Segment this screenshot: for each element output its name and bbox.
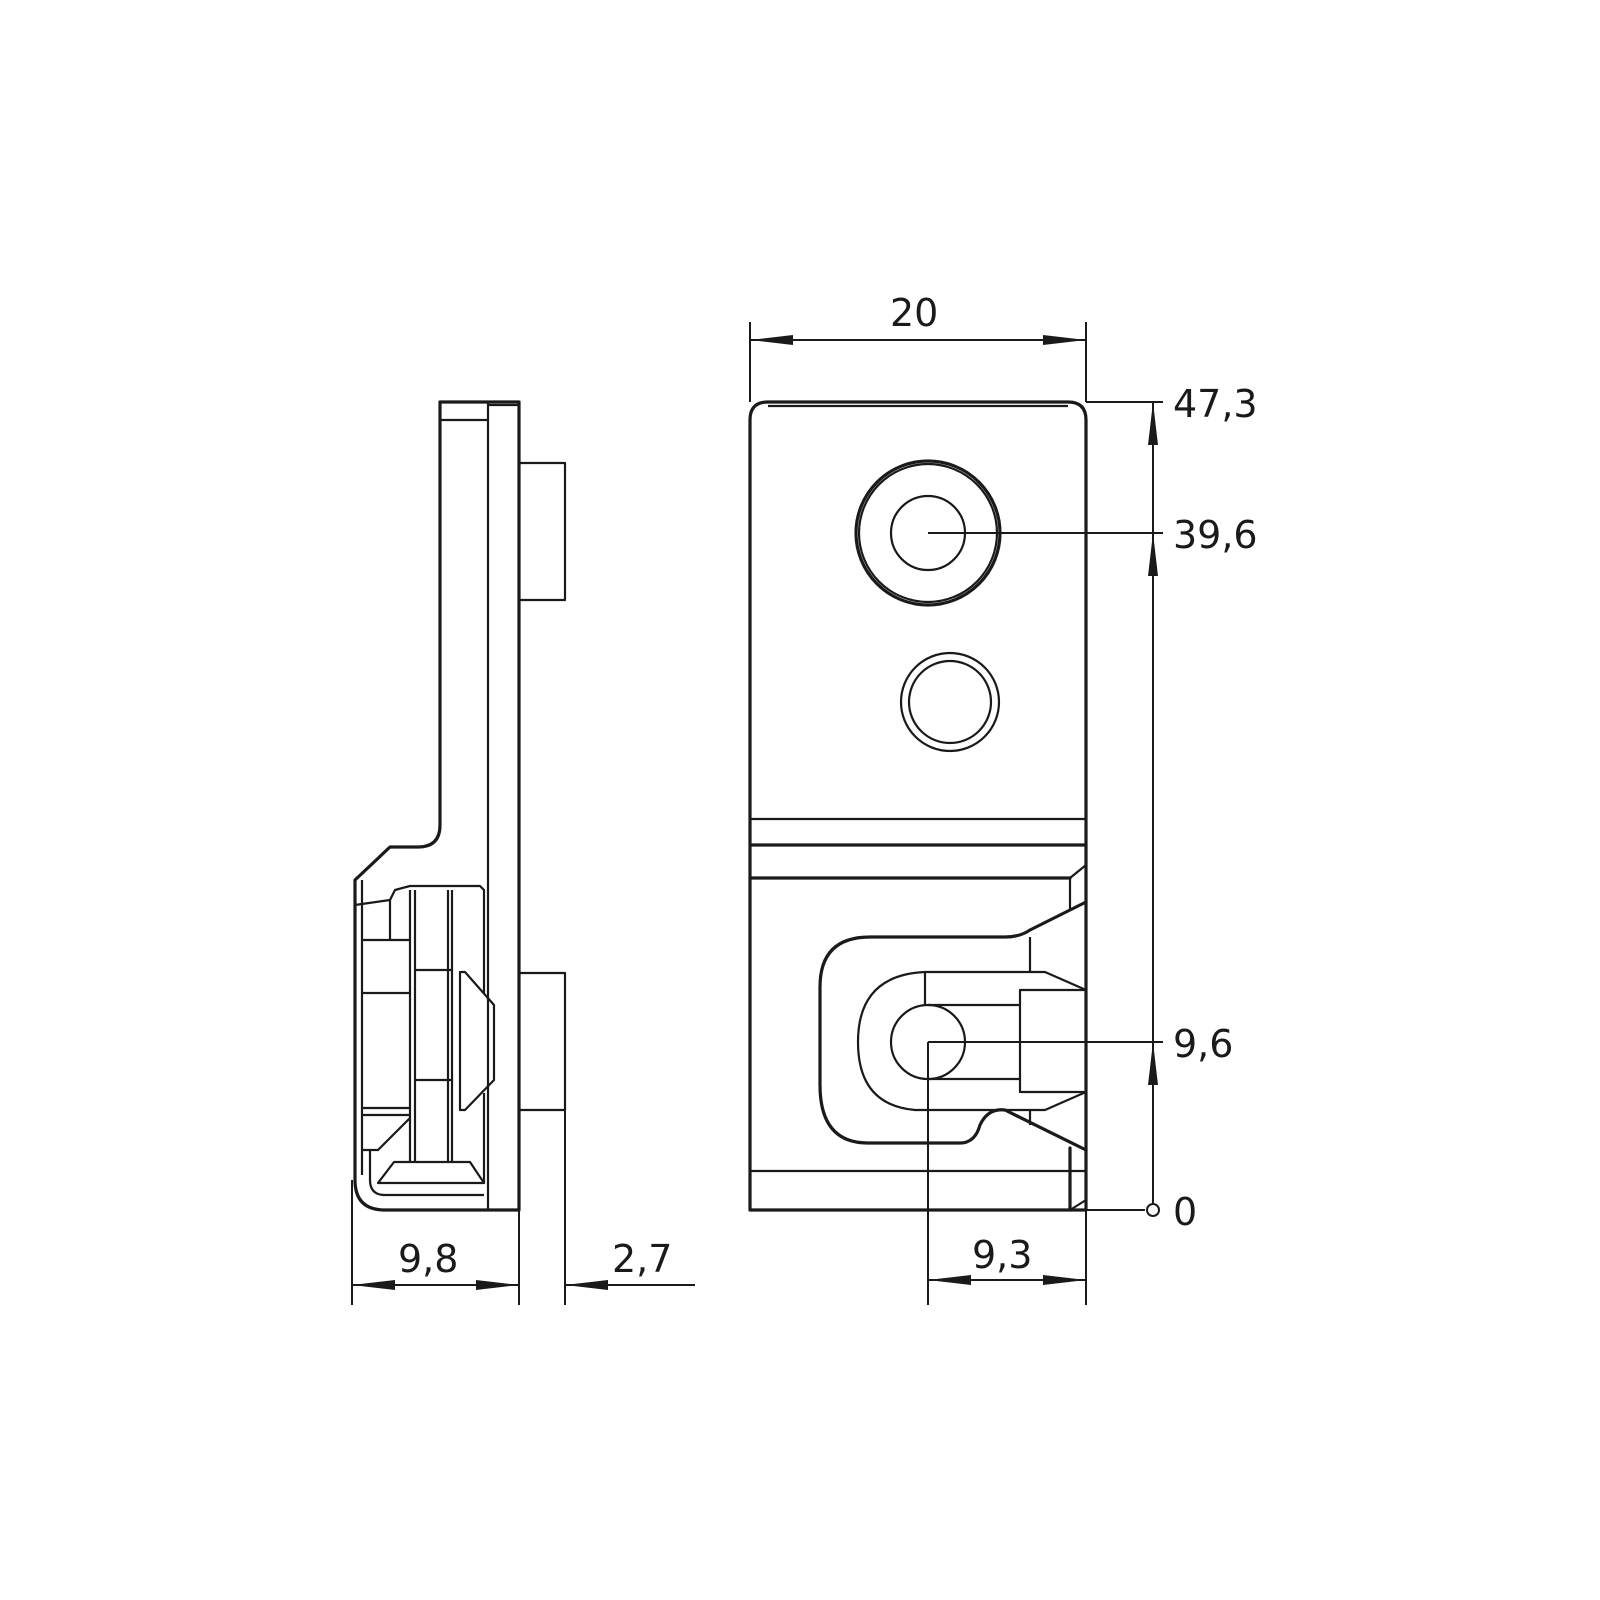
front-plate-outline [748,400,1088,1212]
arrow-right [476,1280,519,1290]
origin-marker [1146,1203,1160,1217]
lower-boss [517,971,567,1112]
upper-boss [517,461,567,602]
dim-width-label: 20 [890,291,938,335]
dim-depth-label: 9,8 [398,1237,458,1281]
arrow-left [352,1280,395,1290]
keyhole-slot [750,864,1088,1212]
arrow-left [565,1280,608,1290]
dim-lower-hole-label: 9,6 [1173,1022,1233,1066]
front-view: 20 47,3 39,6 9,6 0 9,3 [748,291,1258,1305]
arrow-up [1148,402,1158,445]
arrow-up [1148,1042,1158,1085]
arrow-right [1043,335,1086,345]
arrow-left [750,335,793,345]
arrow-right [1043,1275,1086,1285]
dim-offset-label: 2,7 [612,1237,672,1281]
middle-hole-outer [899,651,1001,753]
dim-top-label: 47,3 [1173,382,1258,426]
dim-origin-label: 0 [1173,1190,1197,1234]
dim-upper-hole-label: 39,6 [1173,513,1258,557]
side-mechanism [354,880,496,1197]
arrow-up [1148,533,1158,576]
dim-hole-x-label: 9,3 [972,1233,1032,1277]
side-plate-outline [353,400,521,1212]
side-view: 9,8 2,7 [351,400,695,1305]
arrow-left [928,1275,971,1285]
middle-hole-inner [907,659,993,745]
